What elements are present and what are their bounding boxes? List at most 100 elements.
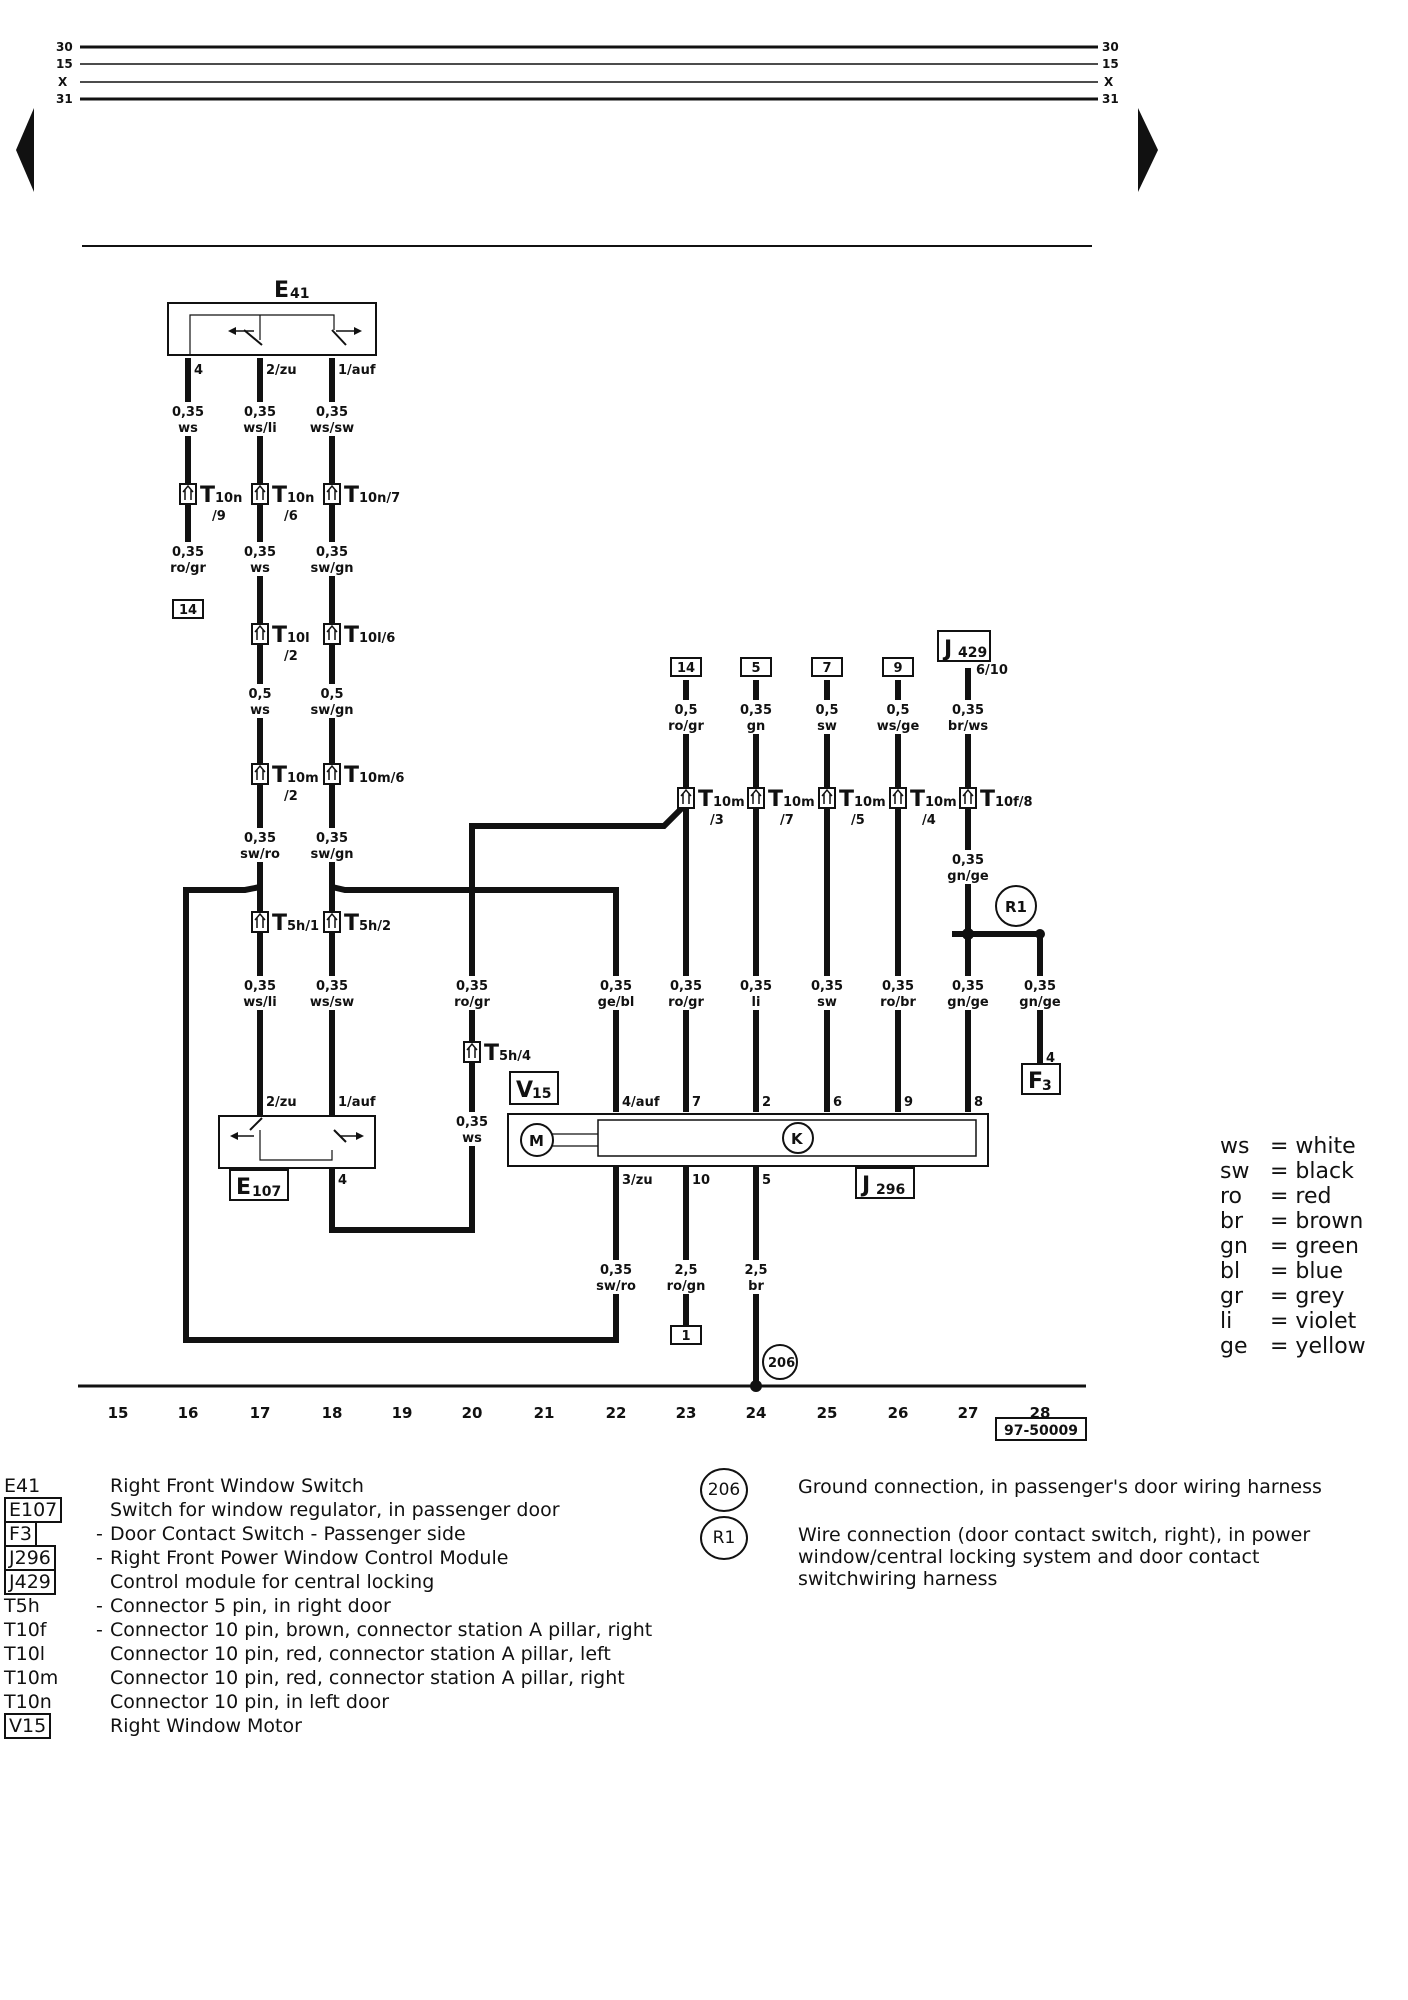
wire-label-bg	[158, 542, 218, 576]
legend-desc: Control module for central locking	[110, 1571, 435, 1593]
wire-color-label: li	[752, 995, 761, 1010]
diagram-number: 97-50009	[1004, 1423, 1078, 1439]
pin-label: 2	[762, 1095, 771, 1110]
reference-label: 1	[681, 1329, 690, 1344]
legend-code: T10f	[4, 1619, 47, 1641]
wire-size-label: 0,35	[600, 1263, 632, 1278]
pin-label: 8	[974, 1095, 983, 1110]
connector-arrow-icon	[326, 764, 338, 780]
wire-color-label: gn/ge	[1019, 995, 1061, 1010]
color-key-row: li = violet	[1220, 1309, 1400, 1334]
color-key: ws= white sw= black ro= red br= brown gn…	[1220, 1134, 1400, 1359]
legend-code: J296	[4, 1545, 96, 1571]
wire-label-bg	[230, 828, 290, 862]
switch-e107: E 107	[218, 1115, 376, 1201]
wire-label-bg	[797, 700, 857, 734]
legend-desc: Door Contact Switch - Passenger side	[110, 1523, 466, 1545]
wire-label-bg	[797, 976, 857, 1010]
e107-label: E	[236, 1175, 251, 1200]
legend-desc: Right Front Power Window Control Module	[110, 1547, 509, 1569]
legend-right-row: 206 Ground connection, in passenger's do…	[700, 1468, 1340, 1512]
wire-label-bg	[230, 976, 290, 1010]
wire-label-bg	[442, 1112, 502, 1146]
color-key-row: br= brown	[1220, 1209, 1400, 1234]
wire-size-label: 0,5	[815, 703, 838, 718]
wire-color-label: sw/gn	[310, 847, 353, 862]
color-abbr: ro	[1220, 1184, 1243, 1209]
legend-code: V15	[4, 1713, 96, 1739]
wire-label-bg	[230, 684, 290, 718]
connector-icon	[889, 787, 907, 809]
connector-icon	[179, 483, 197, 505]
connector-label: T	[344, 763, 359, 788]
wire-label-bg	[656, 700, 716, 734]
wire-color-label: sw	[817, 995, 837, 1010]
legend-code: J429	[4, 1569, 96, 1595]
reference-label: 5	[751, 661, 760, 676]
wire-color-label: ge/bl	[598, 995, 635, 1010]
f3-label: F	[1028, 1069, 1043, 1094]
connector-label: T	[272, 911, 287, 936]
color-name: = yellow	[1270, 1334, 1366, 1359]
connector-icon	[251, 911, 269, 933]
control-unit-icon	[782, 1122, 814, 1154]
r1-label: R1	[1005, 898, 1027, 916]
wire-color-label: br	[748, 1279, 764, 1294]
connector-pin-label: /2	[284, 649, 298, 664]
prev-page-arrow-icon[interactable]	[16, 108, 34, 192]
wire-color-label: gn	[747, 719, 766, 734]
color-key-row: gn= green	[1220, 1234, 1400, 1259]
connector-icon	[323, 623, 341, 645]
connector-label-sub: 10m	[854, 795, 886, 810]
legend-desc: Connector 10 pin, in left door	[110, 1691, 390, 1713]
wire-color-label: ws	[250, 561, 270, 576]
connector-icon	[251, 763, 269, 785]
wire-color-label: ro/gr	[668, 995, 704, 1010]
v15-label-sub: 15	[532, 1086, 551, 1102]
splice-dot-right	[1035, 929, 1045, 939]
connector-label: T	[698, 787, 713, 812]
wire-size-label: 0,35	[952, 853, 984, 868]
connector-arrow-icon	[182, 484, 194, 500]
supply-rails: 30 15 X 31 30 15 X 31	[56, 40, 1119, 106]
pin-label: 2/zu	[266, 363, 297, 378]
connector-label-sub: 10m/6	[359, 771, 404, 786]
connector-pin-label: /2	[284, 789, 298, 804]
legend-right-row: R1 Wire connection (door contact switch,…	[700, 1516, 1340, 1590]
color-abbr: li	[1220, 1309, 1233, 1334]
legend-code: T10n	[4, 1691, 52, 1713]
tick-label: 17	[250, 1404, 271, 1422]
legend-row: J296-Right Front Power Window Control Mo…	[4, 1545, 694, 1571]
connector-pin-label: /3	[710, 813, 724, 828]
wire-label-bg	[302, 828, 362, 862]
connection-legend: 206 Ground connection, in passenger's do…	[700, 1468, 1340, 1602]
color-name: = violet	[1270, 1309, 1357, 1334]
wire-size-label: 0,35	[316, 405, 348, 420]
tick-label: 21	[534, 1404, 555, 1422]
connector-label-sub: 10l/6	[359, 631, 395, 646]
r1-connection-icon	[995, 885, 1037, 927]
j429-box	[937, 630, 991, 662]
motor-icon	[520, 1123, 554, 1157]
color-abbr: gr	[1220, 1284, 1244, 1309]
pin-label: 2/zu	[266, 1095, 297, 1110]
connector-arrow-icon	[254, 764, 266, 780]
tick-label: 16	[178, 1404, 199, 1422]
wire-label-bg	[302, 542, 362, 576]
connector-label: T	[344, 483, 359, 508]
wire-label-bg	[230, 402, 290, 436]
j296-label: J	[860, 1173, 870, 1198]
connector-icon	[959, 787, 977, 809]
legend-row: T10f-Connector 10 pin, brown, connector …	[4, 1618, 694, 1642]
legend-code: E107	[4, 1497, 96, 1523]
wire-size-label: 0,5	[674, 703, 697, 718]
color-key-row: ws= white	[1220, 1134, 1400, 1159]
tick-label: 27	[958, 1404, 979, 1422]
rail-label-x-left: X	[58, 75, 68, 89]
connector-label: T	[272, 483, 287, 508]
wire-label-bg	[442, 976, 502, 1010]
next-page-arrow-icon[interactable]	[1138, 108, 1158, 192]
color-key-row: sw= black	[1220, 1159, 1400, 1184]
wire-size-label: 0,35	[172, 405, 204, 420]
